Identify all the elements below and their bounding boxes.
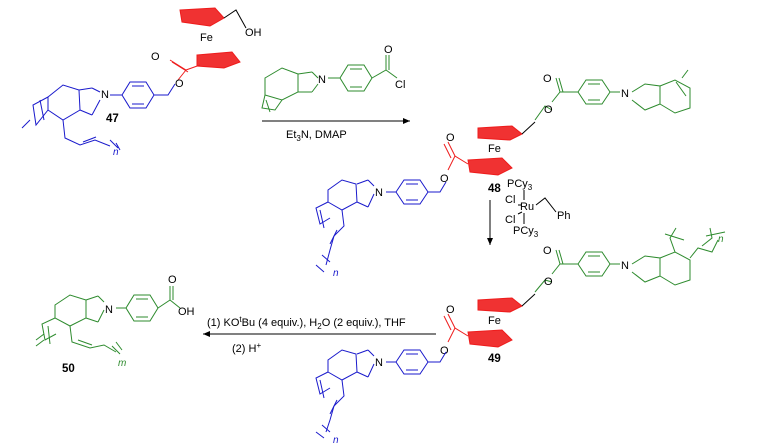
atom-O-49b: O	[543, 245, 552, 257]
compound-49-green-arm	[534, 227, 726, 293]
label-48: 48	[488, 183, 501, 195]
compound-47-linker	[91, 81, 176, 116]
atom-N-50: N	[105, 304, 113, 316]
index-n-49-green: n	[718, 234, 724, 245]
atom-O-48c: O	[446, 132, 455, 144]
atom-N-48b: N	[375, 187, 383, 199]
atom-Cl-reagent: Cl	[395, 79, 405, 91]
cat-Cl-1: Cl	[505, 194, 515, 206]
atom-O-reagent: O	[384, 44, 393, 56]
svg-text:PCy3: PCy3	[507, 178, 533, 192]
reagents-step-3-line1: (1) KOtBu (4 equiv.), H2O (2 equiv.), TH…	[207, 315, 406, 331]
atom-N-49: N	[621, 260, 629, 272]
atom-O-48d: O	[440, 173, 449, 185]
reagents-step-1: Et3N, DMAP	[286, 129, 347, 143]
atom-Fe-48: Fe	[488, 143, 501, 155]
atom-N-reagent: N	[318, 74, 326, 86]
label-49: 49	[488, 353, 501, 365]
reagents-step-3-line2: (2) H+	[232, 341, 261, 355]
compound-47-polymer	[21, 84, 121, 151]
svg-text:PCy3: PCy3	[513, 225, 539, 239]
atom-O-49c: O	[446, 304, 455, 316]
atom-N-48: N	[621, 88, 629, 100]
atom-O-49a: O	[544, 276, 553, 288]
atom-O-47b: O	[151, 51, 160, 63]
atom-N-49b: N	[375, 357, 383, 369]
acid-chloride-reagent	[261, 55, 398, 113]
ferrocene-49	[443, 297, 523, 348]
cat-Ph: Ph	[557, 210, 570, 222]
cat-Cl-2: Cl	[505, 214, 515, 226]
atom-N-47: N	[101, 89, 109, 101]
label-47: 47	[106, 113, 119, 125]
atom-Fe-47: Fe	[200, 32, 213, 44]
atom-Fe-49: Fe	[488, 315, 501, 327]
atom-O-49d: O	[440, 345, 449, 357]
cat-Ru: Ru	[520, 201, 534, 213]
atom-OH-50: OH	[178, 306, 195, 318]
ferrocene-48-ch2	[521, 121, 536, 135]
index-n-48: n	[333, 268, 339, 279]
atom-O-48a: O	[544, 104, 553, 116]
compound-49-blue-arm	[315, 349, 447, 439]
ferrocene-49-ch2	[521, 293, 536, 307]
index-n-49-blue: n	[333, 435, 339, 445]
atom-O-47a: O	[175, 78, 184, 90]
atom-OH-47: OH	[245, 27, 262, 39]
label-50: 50	[62, 363, 75, 375]
atom-O-48b: O	[543, 73, 552, 85]
ferrocene-47	[169, 7, 241, 81]
index-n-47: n	[113, 147, 119, 158]
ferrocene-47-ch2oh	[223, 9, 247, 29]
grubbs-catalyst: PCy3 Cl Ru Cl Ph PCy3	[505, 178, 570, 239]
compound-48-green-arm	[534, 69, 691, 121]
compound-48-blue-arm	[315, 179, 447, 273]
index-m-50: m	[118, 358, 126, 369]
compound-50	[35, 286, 181, 355]
atom-O-50a: O	[168, 274, 177, 286]
ferrocene-48	[443, 125, 523, 176]
